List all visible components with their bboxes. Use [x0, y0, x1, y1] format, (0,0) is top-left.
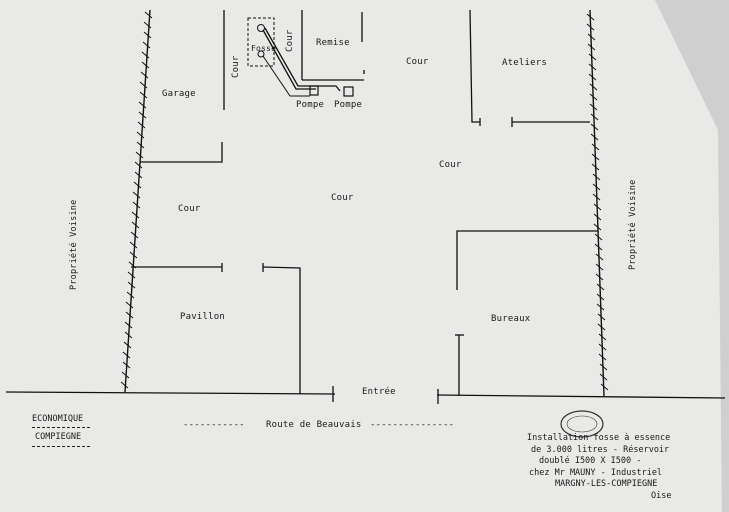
pompe-1-box [309, 85, 319, 96]
pompe-2-box [343, 86, 354, 97]
interior-walls [131, 9, 598, 396]
label-bureaux: Bureaux [491, 314, 531, 324]
caption-line-4: chez Mr MAUNY - Industriel [529, 467, 663, 478]
fosse-pit [247, 17, 275, 67]
label-cour-top: Cour [406, 57, 429, 67]
garage-wall [140, 142, 223, 163]
tank-circle [257, 24, 265, 32]
caption-line-6: Oise [651, 490, 672, 501]
street-front-line [5, 386, 726, 404]
footer-left-block: ECONOMIQUE COMPIEGNE [32, 413, 90, 447]
fuel-tank-installation [247, 17, 354, 97]
label-entree: Entrée [362, 387, 396, 397]
caption-line-1: Installation fosse à essence [527, 433, 671, 443]
label-cour-left: Cour [178, 204, 201, 214]
label-pompe-1: Pompe [296, 100, 325, 110]
caption-line-3: doublé I500 X I500 - [539, 456, 642, 466]
plan-caption: Installation fosse à essence de 3.000 li… [527, 433, 671, 502]
label-cour-center: Cour [331, 193, 354, 203]
bureaux-top-wall [456, 230, 598, 290]
archive-stamp [560, 410, 604, 438]
route-dashes-left: ----------- [183, 420, 245, 430]
pavillon-right-wall [262, 266, 301, 394]
footer-divider-2 [32, 446, 90, 447]
caption-line-2: de 3.000 litres - Réservoir [531, 444, 670, 455]
fuel-pipe [262, 29, 316, 90]
label-route-de-beauvais: Route de Beauvais [266, 420, 362, 430]
label-cour-right: Cour [439, 160, 462, 170]
caption-line-5: MARGNY-LES-COMPIEGNE [555, 479, 658, 489]
label-cour-small: Cour [285, 29, 295, 52]
route-dashes-right: --------------- [370, 420, 455, 430]
footer-economique: ECONOMIQUE [32, 414, 84, 424]
label-propriete-voisine-right: Propriété Voisine [628, 179, 638, 270]
label-fosse: Fosse [251, 44, 277, 53]
label-pompe-2: Pompe [334, 100, 363, 110]
footer-divider-1 [32, 427, 90, 428]
label-ateliers: Ateliers [502, 58, 547, 68]
label-cour-left-top: Cour [231, 55, 241, 78]
label-propriete-voisine-left: Propriété Voisine [69, 199, 79, 290]
footer-compiegne: COMPIEGNE [35, 432, 82, 442]
label-garage: Garage [162, 89, 196, 99]
label-remise: Remise [316, 38, 350, 48]
ateliers-wall [469, 9, 480, 123]
paper-shadow [655, 0, 729, 512]
left-boundary-wall [120, 9, 153, 393]
label-pavillon: Pavillon [180, 312, 225, 322]
right-boundary-wall [586, 9, 609, 397]
